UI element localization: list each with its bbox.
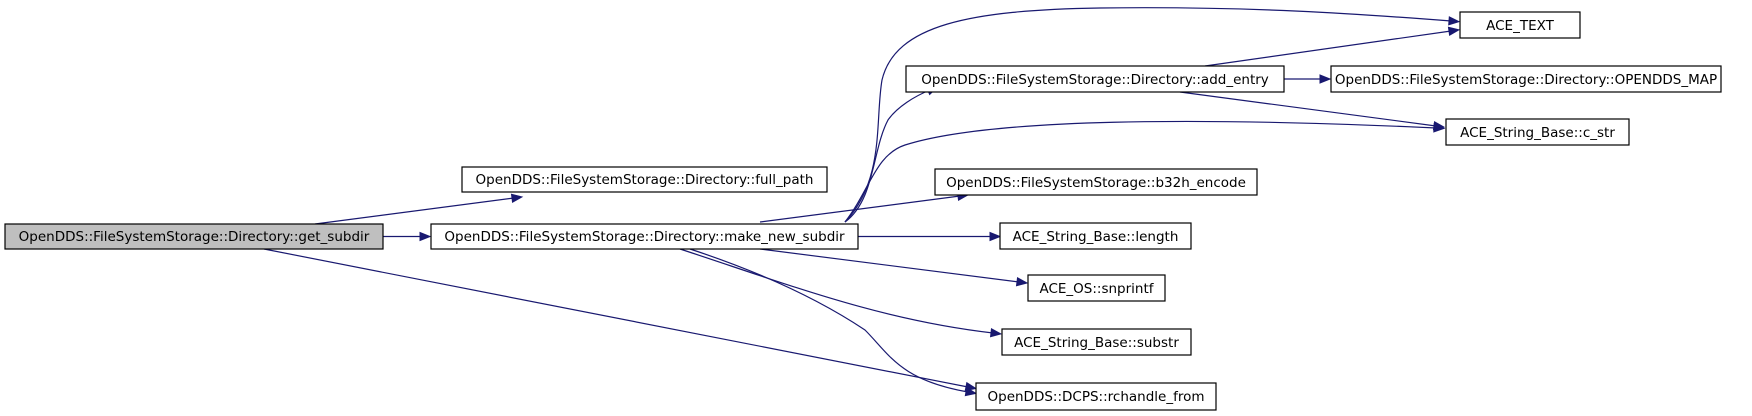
node-c-str-label: ACE_String_Base::c_str xyxy=(1460,125,1615,141)
edge-arrowhead xyxy=(1432,120,1446,131)
edge-line xyxy=(689,248,969,393)
node-c-str[interactable]: ACE_String_Base::c_str xyxy=(1445,118,1630,146)
edge-arrowhead xyxy=(964,386,978,397)
node-ace-text-label: ACE_TEXT xyxy=(1486,18,1554,34)
edge-get-subdir-to-full-path xyxy=(314,193,524,225)
node-get-subdir-label: OpenDDS::FileSystemStorage::Directory::g… xyxy=(19,229,370,245)
node-make-new-subdir[interactable]: OpenDDS::FileSystemStorage::Directory::m… xyxy=(430,223,859,250)
node-full-path-box xyxy=(461,166,828,193)
node-snprintf-label: ACE_OS::snprintf xyxy=(1039,281,1154,297)
node-full-path[interactable]: OpenDDS::FileSystemStorage::Directory::f… xyxy=(461,166,828,193)
node-rchandle-from[interactable]: OpenDDS::DCPS::rchandle_from xyxy=(975,382,1217,411)
node-full-path-label: OpenDDS::FileSystemStorage::Directory::f… xyxy=(476,172,814,188)
edge-arrowhead xyxy=(989,231,1002,242)
edge-line xyxy=(1179,91,1437,127)
node-ace-text-box xyxy=(1459,11,1581,39)
edge-arrowhead xyxy=(1319,74,1332,84)
edge-arrowhead xyxy=(989,328,1003,338)
node-make-new-subdir-box xyxy=(430,223,859,250)
edge-arrowhead xyxy=(1015,276,1029,287)
edge-line xyxy=(1204,30,1452,67)
node-substr[interactable]: ACE_String_Base::substr xyxy=(1001,328,1192,356)
node-b32h-encode[interactable]: OpenDDS::FileSystemStorage::b32h_encode xyxy=(934,168,1258,196)
edge-line xyxy=(314,197,515,225)
node-length[interactable]: ACE_String_Base::length xyxy=(999,222,1192,250)
edge-arrowhead xyxy=(1447,26,1461,37)
node-get-subdir[interactable]: OpenDDS::FileSystemStorage::Directory::g… xyxy=(4,223,384,250)
node-rchandle-from-box xyxy=(975,382,1217,411)
edge-line xyxy=(679,248,994,334)
node-substr-label: ACE_String_Base::substr xyxy=(1014,335,1179,351)
node-c-str-box xyxy=(1445,118,1630,146)
edge-line xyxy=(759,248,1020,283)
edge-line xyxy=(759,195,961,223)
edge-line xyxy=(844,7,1452,223)
node-snprintf[interactable]: ACE_OS::snprintf xyxy=(1027,274,1166,302)
node-substr-box xyxy=(1001,328,1192,356)
node-make-new-subdir-label: OpenDDS::FileSystemStorage::Directory::m… xyxy=(444,229,845,245)
edge-line xyxy=(844,120,1437,223)
edge-make-new-subdir-to-snprintf xyxy=(759,248,1029,287)
edge-line xyxy=(263,248,969,388)
edge-arrowhead xyxy=(1448,16,1461,26)
call-graph-edges xyxy=(263,7,1461,397)
node-opendds-map[interactable]: OpenDDS::FileSystemStorage::Directory::O… xyxy=(1330,65,1722,93)
edge-add-entry-to-opendds-map xyxy=(1284,74,1332,84)
node-add-entry[interactable]: OpenDDS::FileSystemStorage::Directory::a… xyxy=(905,65,1285,93)
edge-make-new-subdir-to-length xyxy=(858,231,1002,242)
node-b32h-encode-box xyxy=(934,168,1258,196)
node-ace-text[interactable]: ACE_TEXT xyxy=(1459,11,1581,39)
node-length-box xyxy=(999,222,1192,250)
node-add-entry-box xyxy=(905,65,1285,93)
edge-make-new-subdir-to-ace-text xyxy=(844,7,1461,223)
edge-add-entry-to-ace-text xyxy=(1204,26,1461,67)
edge-line xyxy=(844,89,931,223)
node-b32h-encode-label: OpenDDS::FileSystemStorage::b32h_encode xyxy=(946,175,1246,191)
edge-make-new-subdir-to-rchandle-from xyxy=(689,248,978,397)
edge-get-subdir-to-rchandle-from xyxy=(263,248,978,392)
edge-arrowhead xyxy=(419,231,432,242)
node-opendds-map-box xyxy=(1330,65,1722,93)
node-length-label: ACE_String_Base::length xyxy=(1013,229,1179,245)
edge-get-subdir-to-make-new-subdir xyxy=(383,231,432,242)
edge-make-new-subdir-to-substr xyxy=(679,248,1003,338)
node-add-entry-label: OpenDDS::FileSystemStorage::Directory::a… xyxy=(921,72,1269,88)
call-graph-nodes: OpenDDS::FileSystemStorage::Directory::g… xyxy=(4,11,1722,411)
node-opendds-map-label: OpenDDS::FileSystemStorage::Directory::O… xyxy=(1335,72,1717,88)
node-rchandle-from-label: OpenDDS::DCPS::rchandle_from xyxy=(988,389,1205,405)
edge-add-entry-to-c-str xyxy=(1179,91,1446,131)
edge-arrowhead xyxy=(510,193,524,204)
node-snprintf-box xyxy=(1027,274,1166,302)
node-get-subdir-box xyxy=(4,223,384,250)
